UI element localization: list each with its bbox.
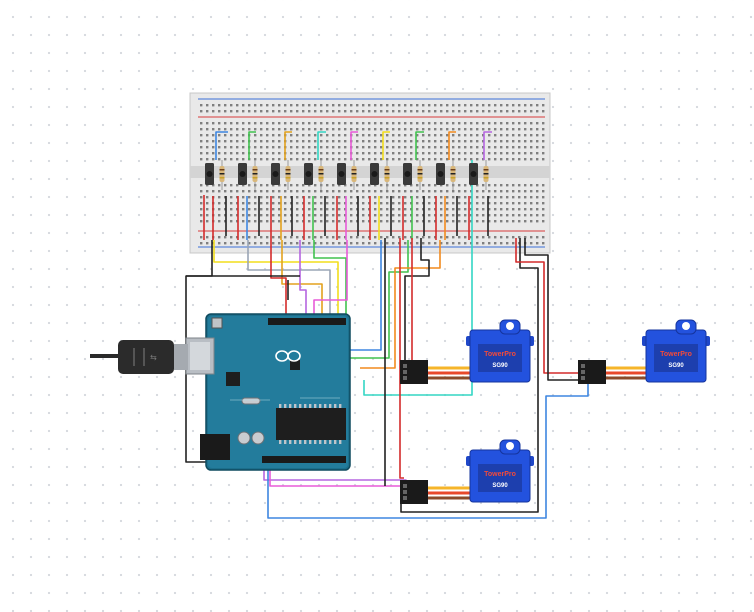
servo-model-label: SG90 [668, 363, 684, 369]
arduino-uno [185, 313, 351, 471]
svg-text:⇆: ⇆ [150, 353, 157, 362]
servo-model-label: SG90 [492, 483, 508, 489]
arduino-logo [275, 350, 301, 362]
push-button [370, 163, 379, 185]
servo-brand-label: TowerPro [484, 351, 516, 358]
servo-brand-label: TowerPro [484, 471, 516, 478]
resistor [285, 160, 291, 190]
push-button [436, 163, 445, 185]
breadboard-holes [200, 104, 545, 245]
resistor [483, 160, 489, 190]
resistor [351, 160, 357, 190]
push-button [238, 163, 247, 185]
resistor [450, 160, 456, 190]
breadboard [189, 92, 551, 254]
resistor [252, 160, 258, 190]
resistor [219, 160, 225, 190]
resistor [384, 160, 390, 190]
push-button [271, 163, 280, 185]
push-buttons [205, 160, 489, 190]
chip-pins [279, 404, 342, 444]
resistor [417, 160, 423, 190]
push-button [304, 163, 313, 185]
push-button [469, 163, 478, 185]
resistor [318, 160, 324, 190]
push-button [205, 163, 214, 185]
servo-brand-label: TowerPro [660, 351, 692, 358]
servo-model-label: SG90 [492, 363, 508, 369]
push-button [403, 163, 412, 185]
wires [185, 131, 589, 519]
push-button [337, 163, 346, 185]
usb-cable: ⇆ [90, 340, 188, 374]
